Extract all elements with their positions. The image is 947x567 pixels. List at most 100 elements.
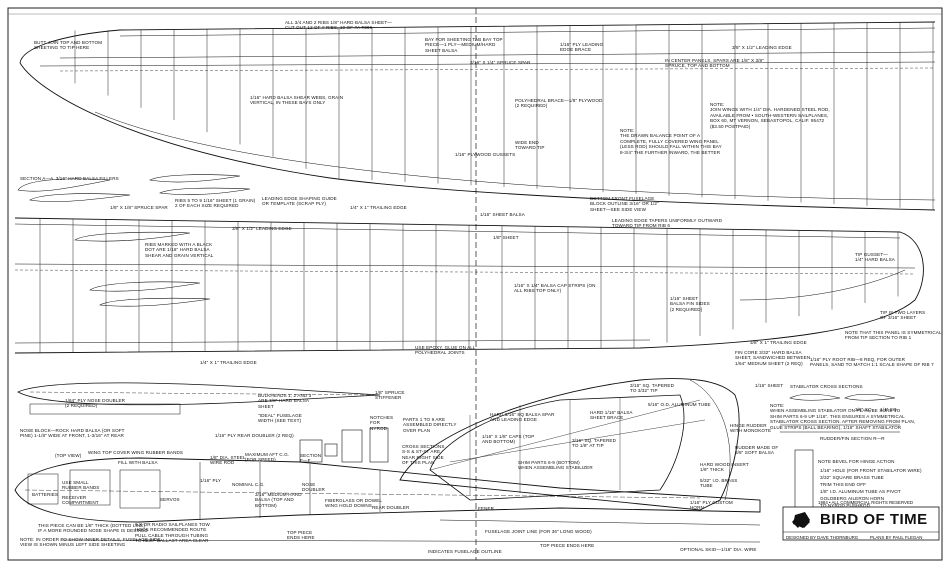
lower-wing-panel [14,217,924,354]
note-sheet-brace: HARD 1/16" BALSA SHEET BRACE [590,410,633,421]
note-fin-core: FIN CORE 3/32" HARD BALSA SHEET, SANDWIC… [735,350,811,366]
note-small-rubber: USE SMALL RUBBER BANDS [62,480,100,491]
note-caps: 1/16" X 1/8" CAPS (TOP AND BOTTOM) [482,434,535,445]
note-polyhedral-brace: POLYHEDRAL BRACE—1/8" PLYWOOD (2 REQUIRE… [515,98,603,109]
note-bevel: NOTE BEVEL FOR HINGE ACTION [818,459,895,464]
plan-title: BIRD OF TIME [820,511,928,528]
note-epoxy: USE EPOXY, GLUE ON ALL POLYHEDRAL JOINTS [415,345,476,356]
note-black-dot-ribs: RIBS MARKED WITH A BLACK DOT ARE 1/16" H… [145,242,214,258]
bulkhead-sections [299,427,389,463]
note-nose-block: NOSE BLOCK—ROCK HARD BALSA (OR SOFT PINE… [20,428,125,439]
note-center-panels: IN CENTER PANELS, SPARS ARE 1/8" X 3/8" … [665,58,764,69]
upper-wing-ribs [74,22,934,210]
note-fuselage-block: BOTTOM FRONT FUSELAGE BLOCK OUTLINE 3/16… [590,196,659,212]
note-fill-balsa: FILL WITH BALSA [118,460,158,465]
note-bay-sheeting: BAY FOR SHEETING TAB BAY TOP PIECE—1 PLY… [425,37,503,53]
title-block [782,506,940,541]
note-trim-end: TRIM THIS END OFF [820,482,867,487]
upper-wing-panel [19,21,936,211]
note-sq-1: 3/8" SQ. [855,407,874,412]
note-ribs-5-9: RIBS 5 TO 9 1/16" SHEET (1 GRAIN) 2 OF E… [175,198,256,209]
note-hinge-rudder: HINGE RUDDER WITH MONOKOTE [730,423,772,434]
note-cap-strips: 1/16" X 1/4" BALSA CAP STRIPS (ON ALL RI… [514,283,596,294]
note-top-piece-ends-2: TOP PIECE ENDS HERE [287,530,315,541]
note-top-view: (TOP VIEW) [55,453,82,458]
note-fener: FENER [478,506,495,511]
note-trailing-edge-2: 3/8" X 1" TRAILING EDGE [750,340,807,345]
note-spruce-spar-1: 3/16" X 1/4" SPRUCE SPAR [470,60,531,65]
note-ply-gussets: 1/16" PLYWOOD GUSSETS [455,152,516,157]
note-rear-doubler-2: REAR DOUBLER [372,505,410,510]
note-inner-details: NOTE: IN ORDER TO SHOW INNER DETAILS, FU… [20,537,161,548]
note-rib-sheet: ALL 3/4 AND 2 RIBS 1/8" HARD BALSA SHEET… [285,20,392,31]
note-brass-tube: 5/32" I.D. BRASS TUBE [700,478,738,489]
note-rudder-fin-section: RUDDER/FIN SECTION R—R [820,436,885,441]
note-balance-point: NOTE: THE DRAWN BALANCE POINT OF A COMPL… [620,128,722,155]
note-trailing-edge-1: 1/4" X 1" TRAILING EDGE [350,205,407,210]
note-optional-skid: OPTIONAL SKID—1/16" DIA. WIRE [680,547,757,552]
note-tip-layers: TIP IS TWO LAYERS OF 3/16" SHEET [880,310,926,321]
note-sheet-2: 1/16" SHEET [755,383,784,388]
note-shear-webs: 1/16" HARD BALSA SHEAR WEBS, GRAIN VERTI… [250,95,344,106]
note-bulkheads: BULKHEADS 1, 2 AND 3 ARE 3/8" HARD BALSA… [258,393,312,409]
fuselage-top-view [17,382,381,415]
note-ply-root-rib: 1/16" PLY ROOT RIB—8 REQ, FOR OUTER PANE… [810,357,934,368]
note-square-brass: 3/32" SQUARE BRASS TUBE [820,475,884,480]
note-goldberg-horn: GOLDBERG AILERON HORN [820,496,885,501]
note-pivot-tube: 1/8" I.D. ALUMINUM TUBE AS PIVOT [820,489,901,494]
note-front-wire-hole: 1/16" HOLE (FOR FRONT STABILATOR WIRE) [820,468,922,473]
note-tow-hook: 6 X OR RADIO SAILPLANES TOW HOOK RECOMME… [135,522,210,544]
rib-templates [17,174,251,307]
note-parts-assembled: PARTS 1 TO 9 ARE ASSEMBLED DIRECTLY OVER… [403,417,457,433]
note-piece-thickness: THIS PIECE CAN BE 1/8" THICK (DOTTED LIN… [38,523,148,534]
note-ply-horn: 1/16" PLY CUSTOM HORN [690,500,733,511]
note-wide-end: WIDE END TOWARD TIP [515,140,545,151]
note-le-tapers: LEADING EDGE TAPERS UNIFORMLY OUTWARD TO… [612,218,723,229]
note-fuselage-outline: INDICATES FUSELAGE OUTLINE [428,549,502,554]
note-cross-sections: CROSS SECTIONS S-S & ST-ST ARE NEAR RIGH… [402,444,445,466]
stabilator [429,394,685,501]
note-shim-parts: SHIM PARTS 6-9 (BOTTOM) WHEN ASSEMBLING … [518,460,593,471]
note-sq-tapered-2: 3/16" SQ. TAPERED TO 1/8" AT TIP [572,438,617,449]
note-sq-tapered-1: 3/16" SQ. TAPERED TO 3/32" TIP [630,383,675,394]
note-max-aft-cg: MAXIMUM AFT C.G. (FOR SPEED) [245,452,290,463]
note-joint-line: FUSELAGE JOINT LINE (FOR 36" LONG WOOD) [485,529,592,534]
note-ideal-width: "IDEAL" FUSELAGE WIDTH (SEE TEXT) [258,413,302,424]
note-tip-gusset: TIP GUSSET— 1/4" HARD BALSA [855,252,895,263]
note-wing-hold-downs: FIBERGLASS OR DOWEL WING HOLD DOWNS [325,498,383,509]
note-ply-le-brace: 1/16" PLY LEADING EDGE BRACE [560,42,604,53]
note-spruce-spar-2: 1/8" X 1/8" SPRUCE SPAR [110,205,168,210]
note-join-wings: NOTE: JOIN WINGS WITH 1/4" DIA. HARDENED… [710,102,830,129]
note-wire-rod: 1/8" DIA. STEEL WIRE ROD [210,455,246,466]
note-spruce-stiffener: 1/8" SPRUCE STIFFENER [375,390,405,401]
note-butt-join: BUTT JOIN TOP AND BOTTOM SHEETING TO TIP… [34,40,103,51]
note-fin-sides: 1/16" SHEET BALSA FIN SIDES (2 REQUIRED) [670,296,710,312]
note-stab-sections: STABILATOR CROSS SECTIONS [790,384,863,389]
note-ply-1: 1/16" PLY [200,478,222,483]
fin-rudder [399,378,740,511]
note-le-shaping: LEADING EDGE SHAPING GUIDE OR TEMPLATE (… [262,196,337,207]
note-top-piece-ends: TOP PIECE ENDS HERE [540,543,595,548]
note-sheet-1: 1/8" SHEET [493,235,519,240]
note-notches: NOTCHES FOR NYROD [370,415,394,431]
designed-by: DESIGNED BY DAVE THORNBURG [786,535,859,540]
note-rubber-bands: WING TOP COVER WING RUBBER BANDS [88,450,184,455]
note-rear-doubler: 1/16" PLY REAR DOUBLER (2 REQ) [215,433,294,438]
note-nose-doubler-2: NOSE DOUBLER [302,482,325,493]
note-stabilator: NOTE: WHEN ASSEMBLING STABILATOR ON PLAN… [770,403,916,430]
note-nose-doubler: 1/64" PLY NOSE DOUBLER (2 REQUIRED) [65,398,126,409]
plans-by: PLANS BY PAUL FLEGAN [870,535,923,540]
note-alum-tube: 5/16" O.D. ALUMINUM TUBE [648,402,711,407]
note-batteries: BATTERIES [32,492,59,497]
note-sq-2: 1/4" SQ. [880,407,899,412]
note-servos: SERVOS [160,497,180,502]
note-nyrod: TO NYROD PUSHROD [820,503,871,508]
note-leading-edge: 3/8" X 1/2" LEADING EDGE [732,45,792,50]
note-medium-hard: 3/16" MEDIUM-HARD BALSA (TOP AND BOTTOM) [255,492,302,508]
rights-notice: 1984 • ALL COMMERCIAL RIGHTS RESERVED [818,500,914,505]
note-receiver: RECEIVER COMPARTMENT [62,495,99,506]
eagle-logo-icon [792,515,810,528]
note-section-a: SECTION A—A 3/16" HARD BALSA FILLERS [20,176,119,181]
note-nominal-cg: NOMINAL C.G. [232,482,265,487]
